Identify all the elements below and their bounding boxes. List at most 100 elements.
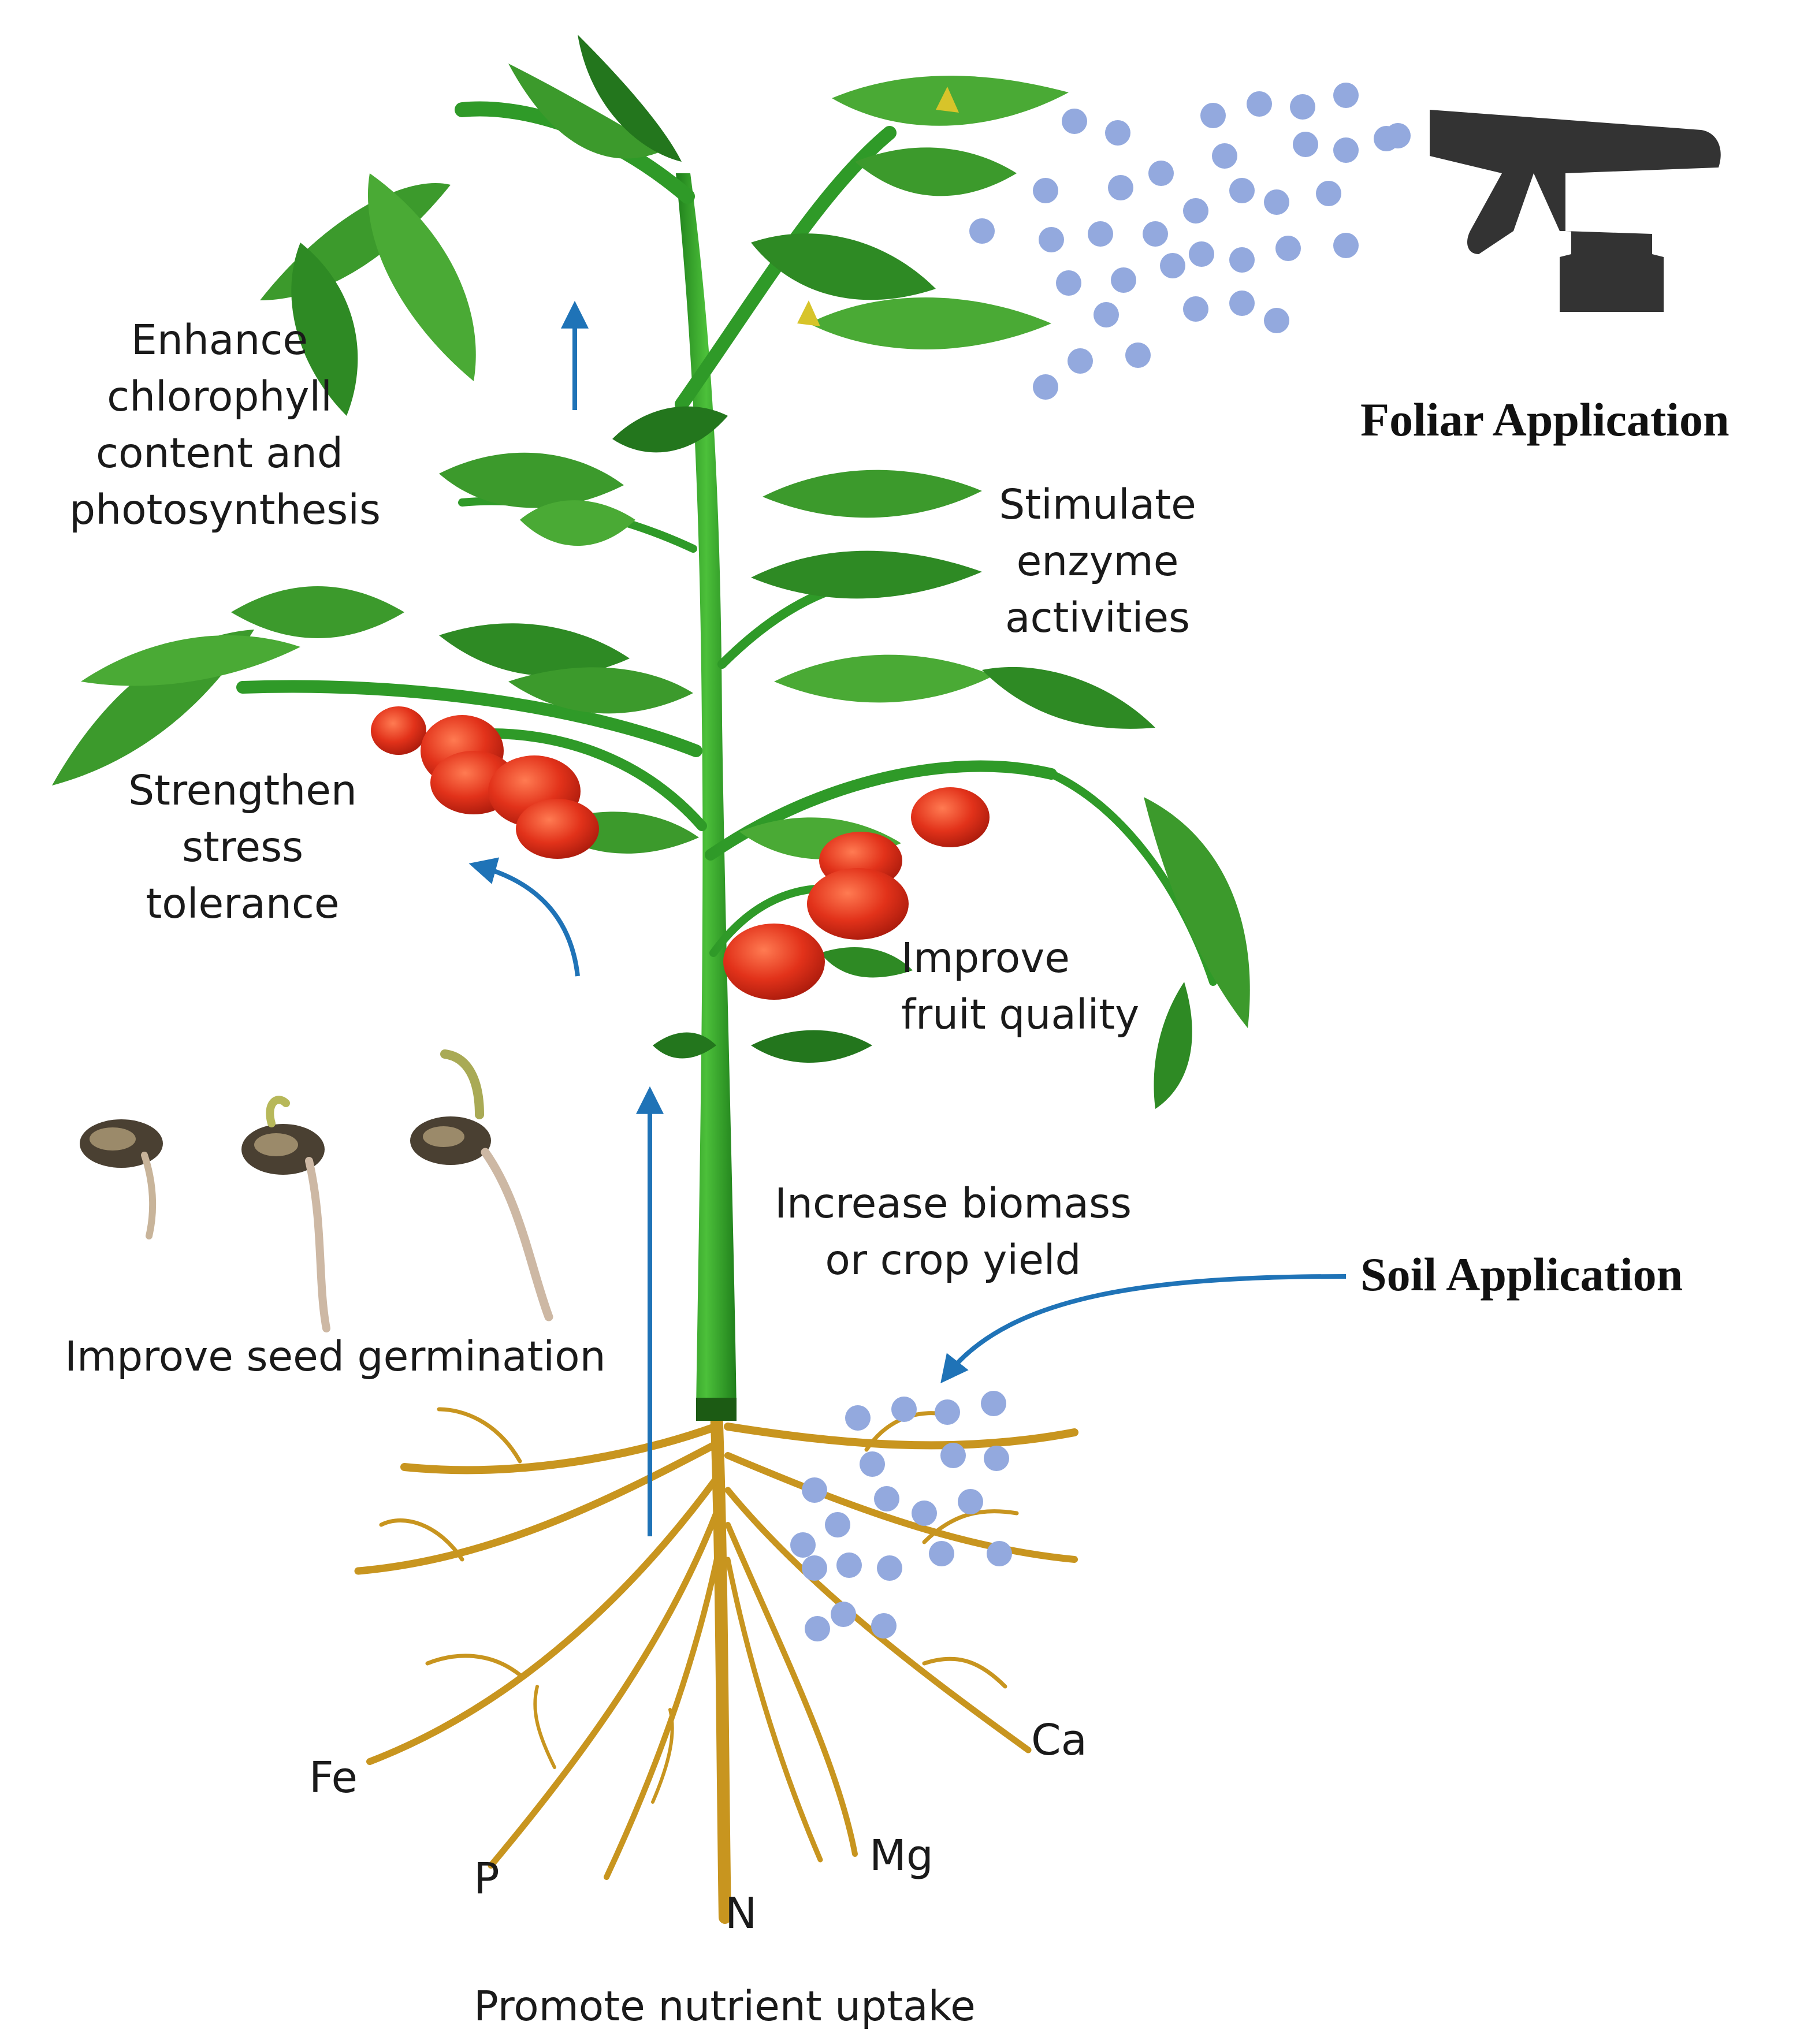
soil-granule (805, 1616, 830, 1641)
soil-granules (790, 1391, 1012, 1641)
spray-droplet (1111, 267, 1136, 293)
spray-droplet (1105, 120, 1130, 146)
soil-granule (874, 1486, 899, 1511)
label-stress-line-2: stress (181, 823, 304, 871)
tomato-fruits (371, 706, 990, 1000)
soil-granule (790, 1532, 816, 1558)
seedling-1 (80, 1119, 163, 1239)
label-biomass-line-1: Increase biomass (775, 1179, 1132, 1227)
soil-granule (802, 1555, 827, 1581)
spray-droplet (1033, 374, 1058, 400)
soil-granule (981, 1391, 1006, 1416)
spray-droplet (1183, 198, 1208, 224)
nutrient-ca: Ca (1031, 1715, 1088, 1765)
label-fruit-line-1: Improve (901, 934, 1070, 982)
spray-droplet (1264, 189, 1289, 215)
spray-droplet (1068, 348, 1093, 374)
spray-droplet (1264, 308, 1289, 333)
spray-droplet (1200, 103, 1226, 128)
label-enzyme-line-3: activities (1005, 594, 1191, 642)
main-stem (676, 173, 737, 1409)
soil-granule (929, 1541, 954, 1566)
spray-droplet (1333, 83, 1359, 108)
spray-droplet (1293, 132, 1318, 157)
label-stress-line-3: tolerance (146, 880, 340, 928)
label-enzyme-line-2: enzyme (1016, 537, 1179, 585)
soil-granule (987, 1541, 1012, 1566)
spray-droplet (1160, 253, 1185, 278)
soil-granule (940, 1443, 966, 1468)
label-stress-line-1: Strengthen (128, 766, 357, 814)
spray-droplet (1229, 291, 1255, 316)
soil-granule (836, 1552, 862, 1578)
label-fruit: Improve fruit quality (901, 930, 1167, 1043)
soil-granule (984, 1446, 1009, 1471)
spray-droplet (1148, 161, 1174, 186)
spray-droplet (1088, 221, 1113, 247)
foliage (52, 35, 1250, 1109)
soil-granule (831, 1602, 856, 1627)
spray-droplet (1183, 296, 1208, 322)
spray-droplet (1229, 247, 1255, 273)
seedling-3 (410, 1049, 553, 1321)
spray-droplet (1333, 137, 1359, 163)
spray-droplet (1094, 302, 1119, 327)
label-chlorophyll-line-2: chlorophyll (107, 373, 332, 420)
nutrient-mg: Mg (869, 1831, 933, 1881)
spray-droplet (1212, 143, 1237, 169)
spray-droplet (1333, 233, 1359, 258)
label-soil-application: Soil Application (1360, 1248, 1683, 1301)
label-biomass-line-2: or crop yield (825, 1236, 1081, 1284)
spray-droplet (1143, 221, 1168, 247)
soil-granule (802, 1477, 827, 1503)
label-foliar-application: Foliar Application (1360, 393, 1730, 446)
label-germination: Improve seed germination (65, 1332, 606, 1380)
label-chlorophyll: Enhance chlorophyll content and photosyn… (69, 312, 381, 538)
spray-droplet (969, 218, 995, 244)
spray-droplet (1039, 227, 1064, 252)
spray-droplet (1316, 181, 1341, 206)
spray-droplet (1056, 270, 1081, 296)
stem-collar (696, 1398, 737, 1421)
label-enzyme: Stimulate enzyme activities (970, 476, 1225, 646)
soil-granule (860, 1451, 885, 1477)
spray-droplet (1385, 123, 1411, 148)
label-chlorophyll-line-1: Enhance (131, 316, 308, 364)
label-fruit-line-2: fruit quality (901, 991, 1140, 1038)
spray-droplet (1033, 178, 1058, 203)
label-chlorophyll-line-4: photosynthesis (69, 486, 381, 534)
soil-granule (935, 1399, 960, 1425)
spray-droplet (1275, 236, 1301, 261)
spray-droplet (1189, 241, 1214, 267)
seedling-2 (241, 1096, 330, 1332)
soil-granule (845, 1405, 871, 1431)
soil-granule (891, 1397, 917, 1422)
spray-droplet (1108, 175, 1133, 200)
soil-granule (871, 1613, 897, 1639)
spray-droplet (1125, 342, 1151, 368)
germinating-seeds (80, 1049, 553, 1332)
nutrient-fe: Fe (309, 1753, 358, 1803)
soil-granule (825, 1512, 850, 1537)
label-chlorophyll-line-3: content and (96, 429, 343, 477)
label-biomass: Increase biomass or crop yield (745, 1175, 1161, 1289)
spray-droplet (1229, 178, 1255, 203)
label-nutrient-uptake: Promote nutrient uptake (474, 1982, 976, 2030)
soil-granule (958, 1489, 983, 1514)
spray-droplet (1290, 94, 1315, 120)
arrow-soil-application (940, 1274, 1347, 1384)
soil-granule (877, 1555, 902, 1581)
root-system (354, 1403, 1078, 1924)
nutrient-p: P (474, 1854, 500, 1904)
soil-granule (912, 1501, 937, 1526)
spray-droplet (1247, 91, 1272, 117)
spray-droplet (1062, 109, 1087, 134)
spray-bottle-icon (1430, 110, 1721, 312)
label-stress: Strengthen stress tolerance (110, 762, 375, 932)
arrow-curved-stress (468, 857, 580, 977)
label-enzyme-line-1: Stimulate (999, 481, 1196, 528)
arrows (468, 300, 1347, 1536)
nutrient-n: N (725, 1889, 757, 1938)
foliar-spray-droplets (969, 83, 1411, 400)
